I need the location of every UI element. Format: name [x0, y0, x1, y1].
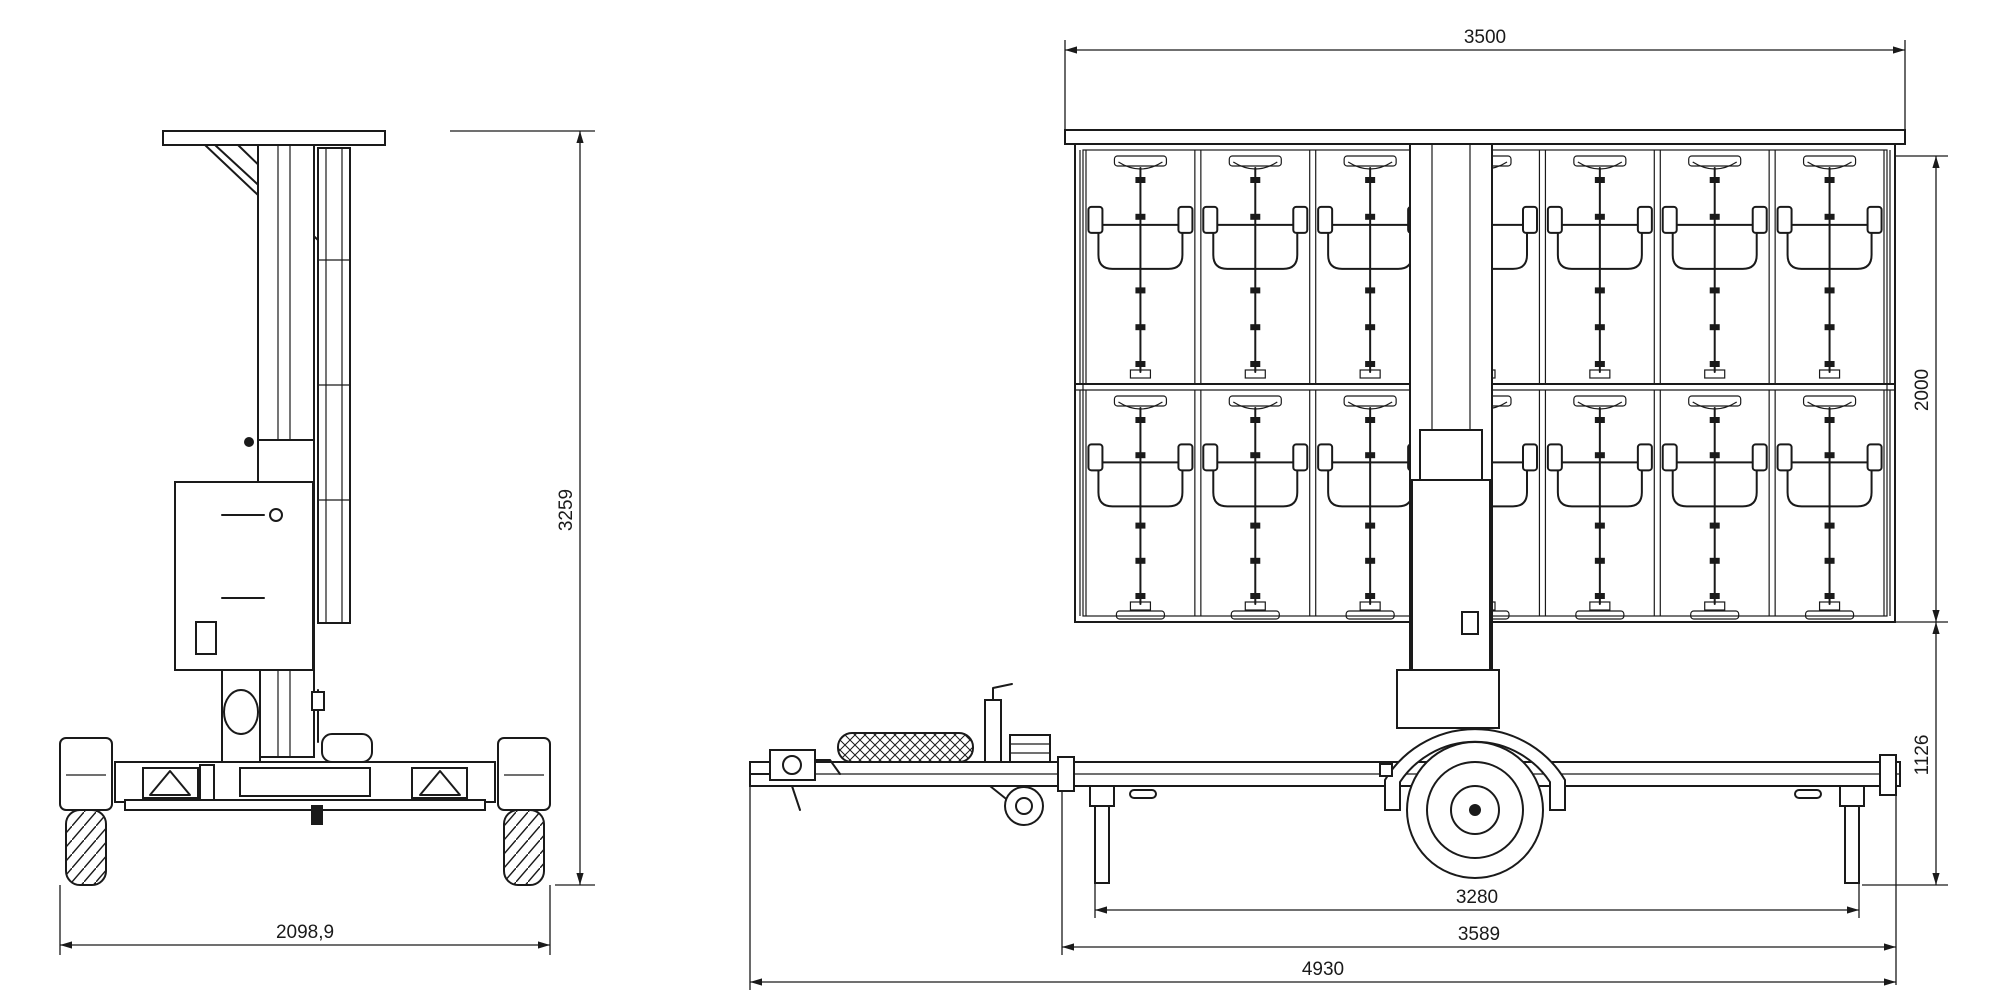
dim-axle-span: 3280	[1456, 887, 1498, 908]
side-spare-wheel	[321, 733, 373, 763]
front-drawbar	[749, 749, 841, 811]
front-view	[749, 129, 1906, 884]
dim-side-height: 3259	[556, 489, 577, 531]
dimension-lines	[59, 40, 1948, 990]
dim-total-length: 4930	[1302, 959, 1344, 980]
dim-panel-width: 3500	[1464, 27, 1506, 48]
side-control-box	[174, 481, 314, 671]
dimension-labels: 3500 3259 2098,9 2000 1126 3280 3589 493…	[276, 27, 1933, 980]
front-support-legs	[1089, 763, 1865, 884]
side-reflectors	[142, 767, 468, 799]
front-spare-wheel	[837, 732, 974, 763]
side-wheels	[65, 809, 545, 886]
front-jockey-wheel	[984, 683, 1051, 826]
dim-panel-height: 2000	[1912, 369, 1933, 411]
side-fenders	[59, 737, 551, 811]
front-mast	[1409, 143, 1493, 675]
side-display-panel	[317, 147, 351, 624]
front-solar-panel	[1064, 129, 1906, 145]
dim-frame-length: 3589	[1458, 924, 1500, 945]
side-view	[59, 130, 551, 886]
front-main-wheel	[1384, 728, 1566, 879]
dim-bottom-height: 1126	[1912, 735, 1933, 776]
dim-side-width: 2098,9	[276, 922, 334, 943]
side-solar-panel	[162, 130, 386, 146]
front-control-box	[1396, 669, 1500, 729]
front-chassis	[749, 754, 1901, 796]
